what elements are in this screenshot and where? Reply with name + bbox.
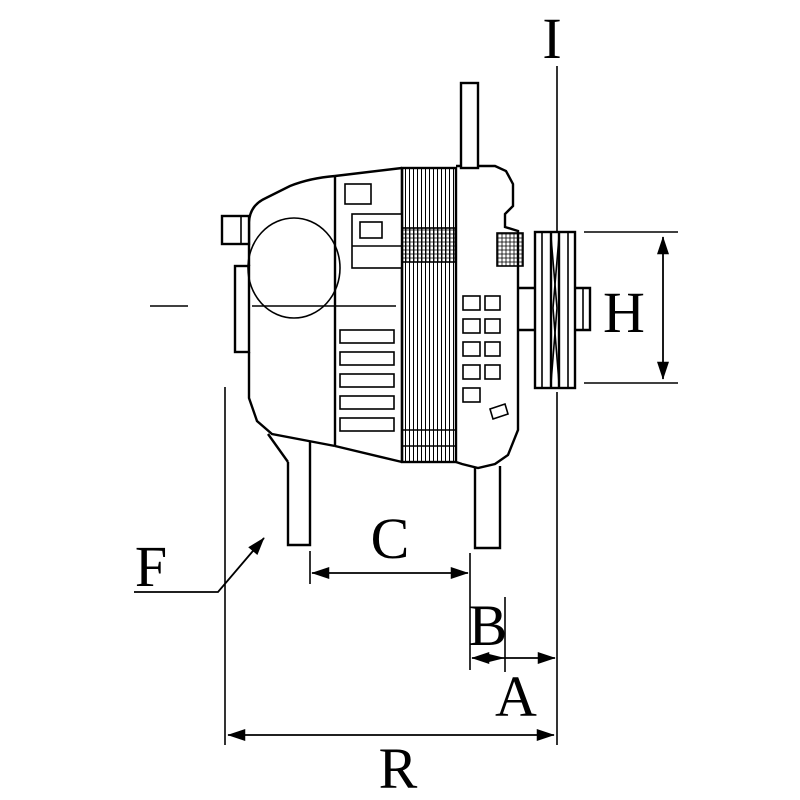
vent-slats: [339, 329, 395, 432]
rear-bracket: [220, 174, 341, 448]
dimension-label-h: H: [603, 280, 645, 345]
rear-foot: [286, 441, 312, 547]
bearing-block: [496, 232, 524, 267]
dimension-label-f: F: [135, 534, 167, 599]
front-foot: [473, 466, 502, 550]
front-bracket: [455, 81, 524, 470]
alternator-body: [220, 81, 592, 550]
stator-core: [400, 166, 458, 464]
dimension-arrow-b: [487, 653, 505, 663]
rear-terminal-block: [233, 264, 251, 354]
extension-lines: [150, 66, 678, 745]
front-vent-slots: [462, 295, 501, 403]
leader-arrow-f: [134, 537, 265, 593]
dimension-label-c: C: [371, 506, 410, 571]
rear-stud: [220, 214, 251, 246]
small-tab: [489, 402, 509, 421]
rear-housing-curve: [247, 217, 341, 319]
dimension-label-b: B: [469, 593, 508, 658]
dimension-label-i: I: [542, 6, 561, 71]
pulley: [533, 230, 577, 390]
v-groove: [550, 236, 558, 384]
dimension-label-a: A: [495, 664, 537, 729]
dimension-label-r: R: [379, 736, 418, 800]
mid-section: [252, 166, 404, 464]
mounting-feet: [267, 433, 502, 550]
pulley-assembly: [518, 230, 592, 390]
slip-ring-band: [401, 227, 457, 263]
dimension-lines: [134, 236, 669, 741]
adjusting-lug: [459, 81, 480, 170]
dimension-labels: I H F C B A R: [135, 6, 645, 800]
